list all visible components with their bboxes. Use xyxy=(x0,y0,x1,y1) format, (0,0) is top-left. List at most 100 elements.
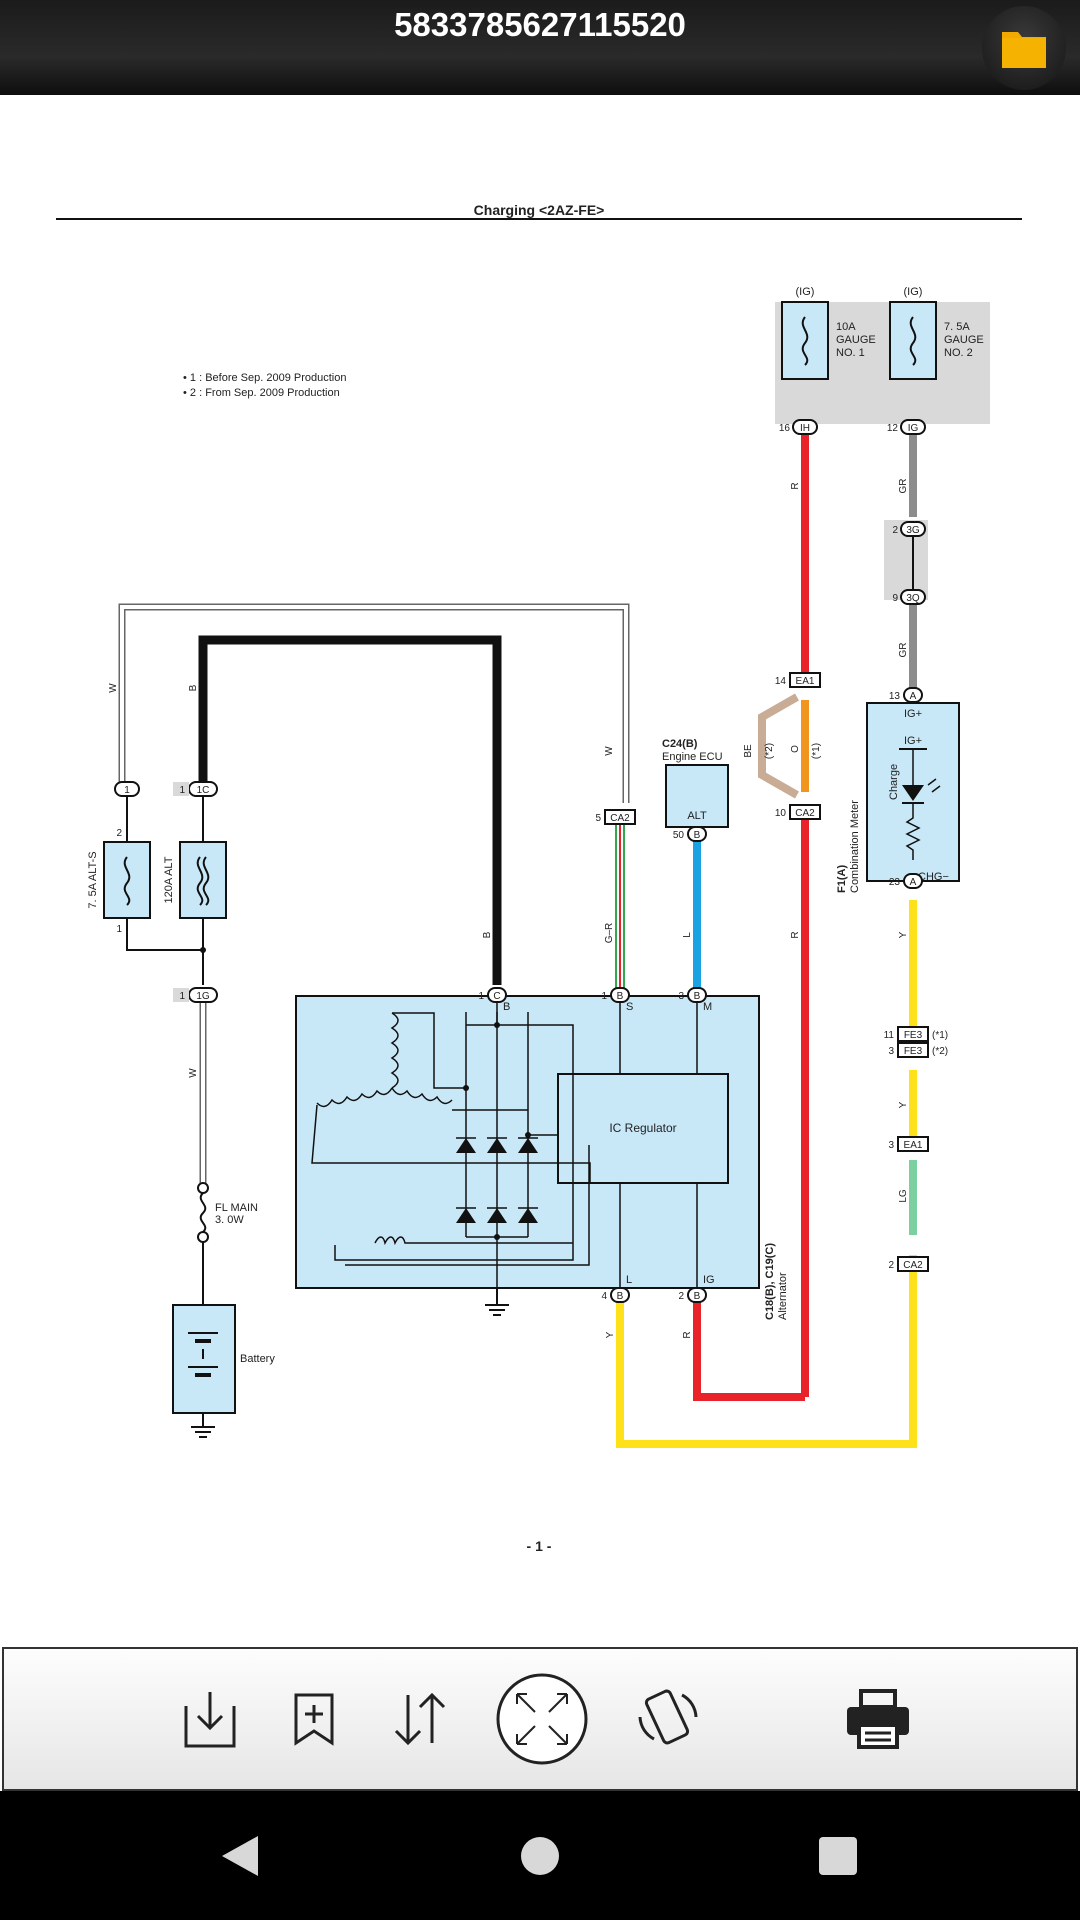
note-1: • 1 : Before Sep. 2009 Production xyxy=(183,372,346,384)
svg-text:7. 5A: 7. 5A xyxy=(944,321,970,333)
svg-text:1: 1 xyxy=(124,785,130,796)
recents-square-icon xyxy=(819,1837,857,1875)
svg-text:GAUGE: GAUGE xyxy=(944,334,984,346)
bottom-toolbar xyxy=(2,1647,1078,1791)
svg-text:11: 11 xyxy=(884,1030,895,1041)
svg-text:CA2: CA2 xyxy=(903,1260,923,1271)
svg-text:F1(A): F1(A) xyxy=(836,865,848,893)
fuse-10a xyxy=(781,301,829,380)
svg-text:Battery: Battery xyxy=(240,1353,275,1365)
download-icon xyxy=(184,1692,236,1748)
svg-text:ALT: ALT xyxy=(687,810,707,822)
svg-text:R: R xyxy=(682,1331,693,1338)
svg-text:GAUGE: GAUGE xyxy=(836,334,876,346)
download-button[interactable] xyxy=(170,1679,250,1759)
svg-text:S: S xyxy=(626,1001,633,1013)
svg-text:(*2): (*2) xyxy=(932,1046,948,1057)
rotate-button[interactable] xyxy=(628,1679,708,1759)
svg-text:M: M xyxy=(703,1001,712,1013)
svg-text:C18(B), C19(C): C18(B), C19(C) xyxy=(764,1243,776,1320)
fuse-120a xyxy=(179,841,227,919)
svg-text:2: 2 xyxy=(116,828,122,839)
svg-text:1: 1 xyxy=(116,924,122,935)
svg-text:3: 3 xyxy=(678,991,684,1002)
svg-text:BE: BE xyxy=(743,744,754,758)
svg-text:2: 2 xyxy=(892,525,898,536)
svg-text:IG+: IG+ xyxy=(904,708,922,720)
folder-icon xyxy=(1002,32,1046,68)
svg-text:16: 16 xyxy=(779,423,791,434)
nav-back-button[interactable] xyxy=(200,1816,280,1896)
svg-text:FE3: FE3 xyxy=(904,1046,923,1057)
svg-text:R: R xyxy=(790,931,801,938)
wire-red-bottom xyxy=(693,1293,805,1401)
svg-text:CA2: CA2 xyxy=(610,813,630,824)
svg-text:NO. 2: NO. 2 xyxy=(944,347,973,359)
svg-text:CA2: CA2 xyxy=(795,808,815,819)
svg-text:G–R: G–R xyxy=(604,923,615,944)
wire-tan xyxy=(758,693,799,799)
svg-text:3G: 3G xyxy=(906,525,920,536)
svg-text:IG: IG xyxy=(908,423,919,434)
svg-text:Y: Y xyxy=(898,1101,909,1108)
svg-text:B: B xyxy=(694,991,701,1002)
ic-regulator xyxy=(557,1073,729,1184)
svg-text:B: B xyxy=(694,830,701,841)
svg-text:120A ALT: 120A ALT xyxy=(163,856,175,903)
svg-text:12: 12 xyxy=(887,423,899,434)
svg-text:2: 2 xyxy=(888,1260,894,1271)
svg-text:Charge: Charge xyxy=(888,764,900,800)
svg-text:1: 1 xyxy=(601,991,607,1002)
svg-text:R: R xyxy=(790,482,801,489)
svg-text:1: 1 xyxy=(478,991,484,1002)
svg-text:O: O xyxy=(790,745,801,753)
svg-text:Y: Y xyxy=(605,1331,616,1338)
svg-text:2: 2 xyxy=(678,1291,684,1302)
svg-text:7. 5A ALT-S: 7. 5A ALT-S xyxy=(87,851,99,908)
svg-text:1C: 1C xyxy=(197,785,210,796)
svg-text:4: 4 xyxy=(601,1291,607,1302)
svg-text:50: 50 xyxy=(673,830,685,841)
svg-text:(*1): (*1) xyxy=(811,743,822,759)
wire-yellow-bottom xyxy=(616,1255,917,1448)
svg-text:10: 10 xyxy=(775,808,787,819)
svg-text:FL MAIN: FL MAIN xyxy=(215,1202,258,1214)
svg-text:EA1: EA1 xyxy=(904,1140,923,1151)
wiring-diagram: Charging <2AZ-FE> • 1 : Before Sep. 2009… xyxy=(56,202,1022,1554)
svg-text:IH: IH xyxy=(800,423,810,434)
printer-icon xyxy=(847,1689,909,1749)
svg-text:IC Regulator: IC Regulator xyxy=(609,1121,676,1135)
svg-text:1G: 1G xyxy=(196,991,210,1002)
nav-home-button[interactable] xyxy=(500,1816,580,1896)
svg-text:W: W xyxy=(188,1068,199,1078)
svg-text:3: 3 xyxy=(888,1046,894,1057)
svg-text:A: A xyxy=(910,691,917,702)
open-folder-button[interactable] xyxy=(982,6,1066,90)
expand-arrows-icon xyxy=(496,1673,588,1765)
sort-button[interactable] xyxy=(380,1679,460,1759)
diagram-title: Charging <2AZ-FE> xyxy=(474,202,605,218)
svg-text:B: B xyxy=(188,684,199,691)
home-circle-icon xyxy=(521,1837,559,1875)
add-bookmark-button[interactable] xyxy=(274,1679,354,1759)
svg-text:(*2): (*2) xyxy=(764,743,775,759)
svg-text:1: 1 xyxy=(179,991,185,1002)
svg-text:Combination Meter: Combination Meter xyxy=(849,800,861,893)
svg-text:IG: IG xyxy=(703,1274,715,1286)
svg-text:L: L xyxy=(682,932,693,938)
bookmark-add-icon xyxy=(294,1693,334,1746)
svg-text:Y: Y xyxy=(898,931,909,938)
svg-text:(IG): (IG) xyxy=(796,286,815,298)
svg-text:23: 23 xyxy=(889,877,901,888)
svg-text:3Q: 3Q xyxy=(906,593,920,604)
svg-text:9: 9 xyxy=(892,593,898,604)
svg-text:L: L xyxy=(626,1274,632,1286)
fullscreen-button[interactable] xyxy=(494,1671,590,1767)
pdf-page: Charging <2AZ-FE> • 1 : Before Sep. 2009… xyxy=(0,95,1080,1647)
svg-text:C: C xyxy=(493,991,500,1002)
svg-text:B: B xyxy=(617,1291,624,1302)
nav-recents-button[interactable] xyxy=(798,1816,878,1896)
print-button[interactable] xyxy=(838,1679,918,1759)
note-2: • 2 : From Sep. 2009 Production xyxy=(183,387,340,399)
fuse-7-5a xyxy=(889,301,937,380)
